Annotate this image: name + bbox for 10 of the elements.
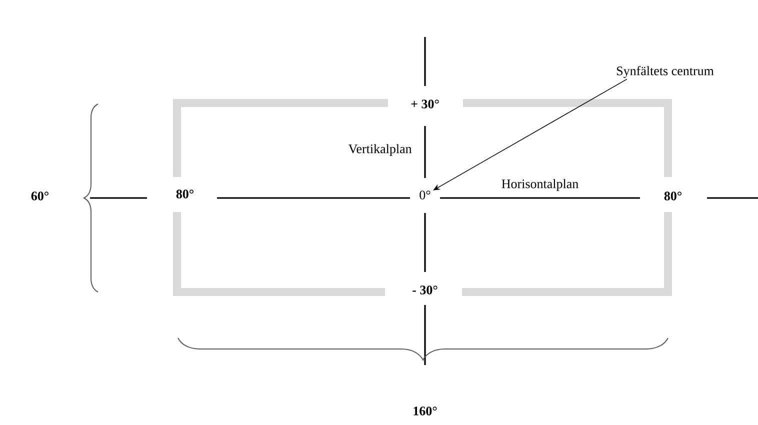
degree-label: 60° xyxy=(28,190,52,202)
plane-label: Vertikalplan xyxy=(348,144,412,156)
degree-label: 80° xyxy=(174,188,196,200)
degree-label: 160° xyxy=(410,404,440,418)
callout-text: Synfältets centrum xyxy=(616,66,714,78)
plane-label: Horisontalplan xyxy=(499,177,581,193)
degree-label: + 30° xyxy=(408,98,442,110)
center-label: 0° xyxy=(420,190,430,200)
degree-label: 80° xyxy=(662,190,684,202)
degree-label: - 30° xyxy=(410,284,440,296)
